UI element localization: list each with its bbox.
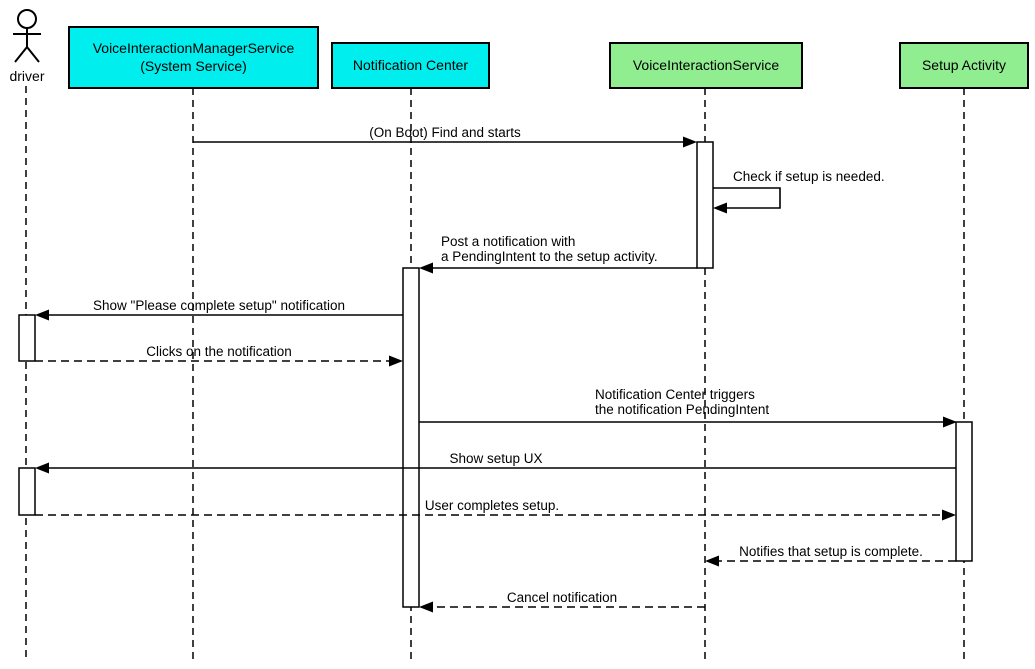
actor-driver: driver [9, 9, 45, 84]
activation-driver-1 [18, 314, 36, 362]
message-5-label: Clicks on the notification [146, 344, 292, 359]
activation-setup-activity [955, 421, 973, 562]
message-2-arrowhead-icon [713, 202, 727, 214]
participant-box-setup-activity [899, 42, 1029, 89]
message-10-label: Cancel notification [507, 590, 617, 605]
message-2-label: Check if setup is needed. [733, 169, 885, 184]
message-6-label-line1: Notification Center triggers [595, 387, 755, 402]
activation-voiceinteractionservice [696, 141, 714, 269]
stick-figure-icon [13, 9, 41, 63]
message-4-label: Show "Please complete setup" notificatio… [93, 298, 345, 313]
participant-label-vis: VoiceInteractionService [633, 57, 780, 73]
message-2-line [713, 187, 781, 209]
message-9-label: Notifies that setup is complete. [739, 544, 923, 559]
participant-label-vims-line1: VoiceInteractionManagerService [93, 40, 295, 56]
participant-voiceinteractionmanagerservice: VoiceInteractionManagerService (System S… [68, 26, 319, 89]
participant-box-vis [609, 42, 803, 89]
message-3-arrowhead-icon [419, 262, 433, 274]
participant-label-notification-center: Notification Center [353, 57, 469, 73]
message-8-label: User completes setup. [425, 498, 559, 513]
message-5-arrowhead-icon [389, 355, 403, 367]
message-1-label: (On Boot) Find and starts [369, 125, 521, 140]
message-8-arrowhead-icon [942, 509, 956, 521]
message-6-label-line2: the notification PendingIntent [595, 402, 769, 417]
participant-setup-activity: Setup Activity [899, 42, 1029, 89]
actor-label-driver: driver [9, 68, 44, 84]
participant-notification-center: Notification Center [331, 42, 490, 89]
message-4-arrowhead-icon [35, 309, 49, 321]
message-1-arrowhead-icon [683, 136, 697, 148]
message-7-arrowhead-icon [35, 462, 49, 474]
participant-box-vims [68, 26, 319, 89]
participant-box-notification-center [331, 42, 490, 89]
message-10-arrowhead-icon [419, 601, 433, 613]
participant-voiceinteractionservice: VoiceInteractionService [609, 42, 803, 89]
activation-notification-center [402, 267, 420, 608]
activation-driver-2 [18, 467, 36, 516]
message-9-arrowhead-icon [705, 555, 719, 567]
message-3-label-line1: Post a notification with [441, 234, 575, 249]
participant-label-vims-line2: (System Service) [140, 58, 247, 74]
message-7-label: Show setup UX [449, 451, 542, 466]
message-6-arrowhead-icon [943, 416, 957, 428]
message-3-label-line2: a PendingIntent to the setup activity. [441, 249, 658, 264]
participant-label-setup-activity: Setup Activity [922, 57, 1006, 73]
